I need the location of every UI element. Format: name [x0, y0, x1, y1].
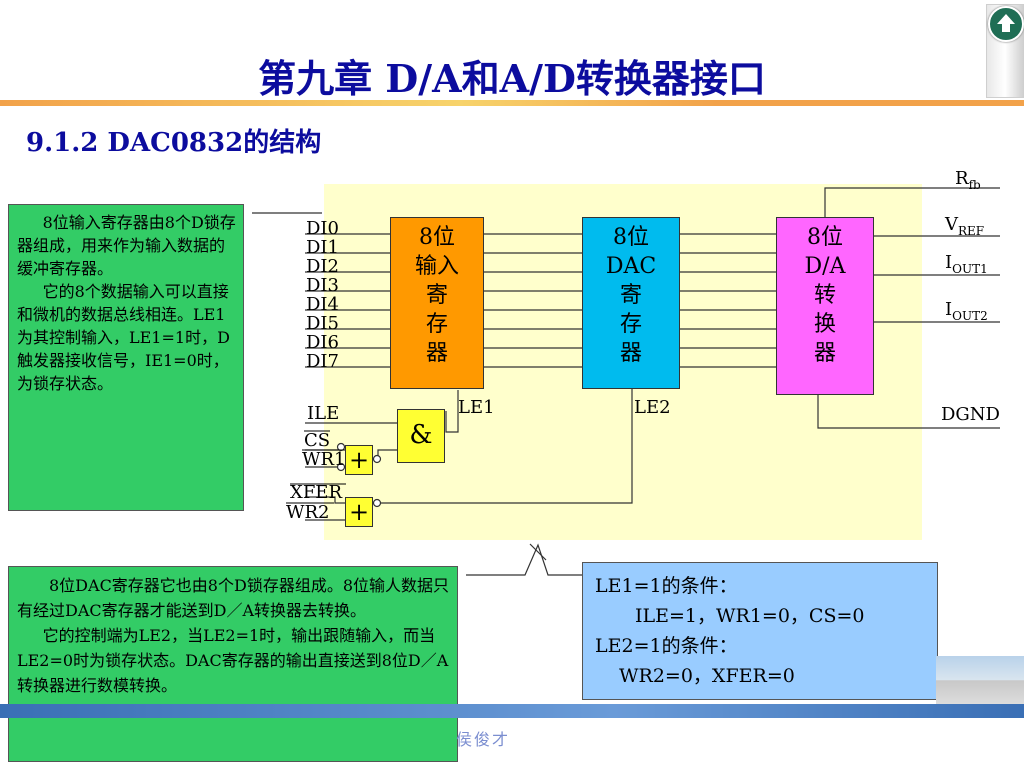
- and-gate: &: [397, 409, 445, 463]
- di-label: DI7: [306, 351, 339, 372]
- title-divider: [0, 100, 1024, 106]
- le1-label: LE1: [458, 397, 495, 418]
- xfer-label: XFER: [290, 482, 342, 503]
- dgnd-label: DGND: [941, 404, 1000, 425]
- vref-label: VREF: [944, 214, 984, 238]
- wr2-label: WR2: [286, 502, 330, 523]
- condition-note: LE1=1的条件： ILE=1，WR1=0，CS=0 LE2=1的条件： WR2…: [582, 562, 938, 700]
- or-gate-wr1: +: [345, 445, 373, 475]
- di-label: DI1: [306, 237, 339, 258]
- input-register-block: 8位 输入 寄 存 器: [390, 217, 484, 389]
- iout1-label: IOUT1: [945, 252, 988, 276]
- di-label: DI2: [306, 256, 339, 277]
- cs-label: CS: [304, 430, 330, 451]
- di-label: DI6: [306, 332, 339, 353]
- di-label: DI5: [306, 313, 339, 334]
- section-subtitle: 9.1.2 DAC0832的结构: [26, 128, 322, 158]
- wr1-label: WR1: [302, 449, 346, 470]
- dac-register-block: 8位 DAC 寄 存 器: [582, 217, 680, 389]
- rfb-label: Rfb: [955, 168, 981, 192]
- iout2-label: IOUT2: [945, 299, 988, 323]
- author-credit: 侯俊才: [456, 730, 511, 749]
- home-up-arrow-icon[interactable]: [988, 6, 1024, 42]
- footer-bar: [0, 704, 1024, 718]
- dac-register-note: 8位DAC寄存器它也由8个D锁存器组成。8位输人数据只有经过DAC寄存器才能送到…: [8, 566, 458, 762]
- da-converter-block: 8位 D/A 转 换 器: [776, 217, 874, 395]
- di-label: DI3: [306, 275, 339, 296]
- di-label: DI0: [306, 218, 339, 239]
- ile-label: ILE: [307, 403, 339, 424]
- input-register-note: 8位输入寄存器由8个D锁存器组成，用来作为输入数据的缓冲寄存器。 它的8个数据输…: [8, 204, 244, 511]
- di-label: DI4: [306, 294, 339, 315]
- or-gate-wr2: +: [345, 497, 373, 527]
- page-title: 第九章 D/A和A/D转换器接口: [258, 56, 766, 101]
- le2-label: LE2: [634, 397, 671, 418]
